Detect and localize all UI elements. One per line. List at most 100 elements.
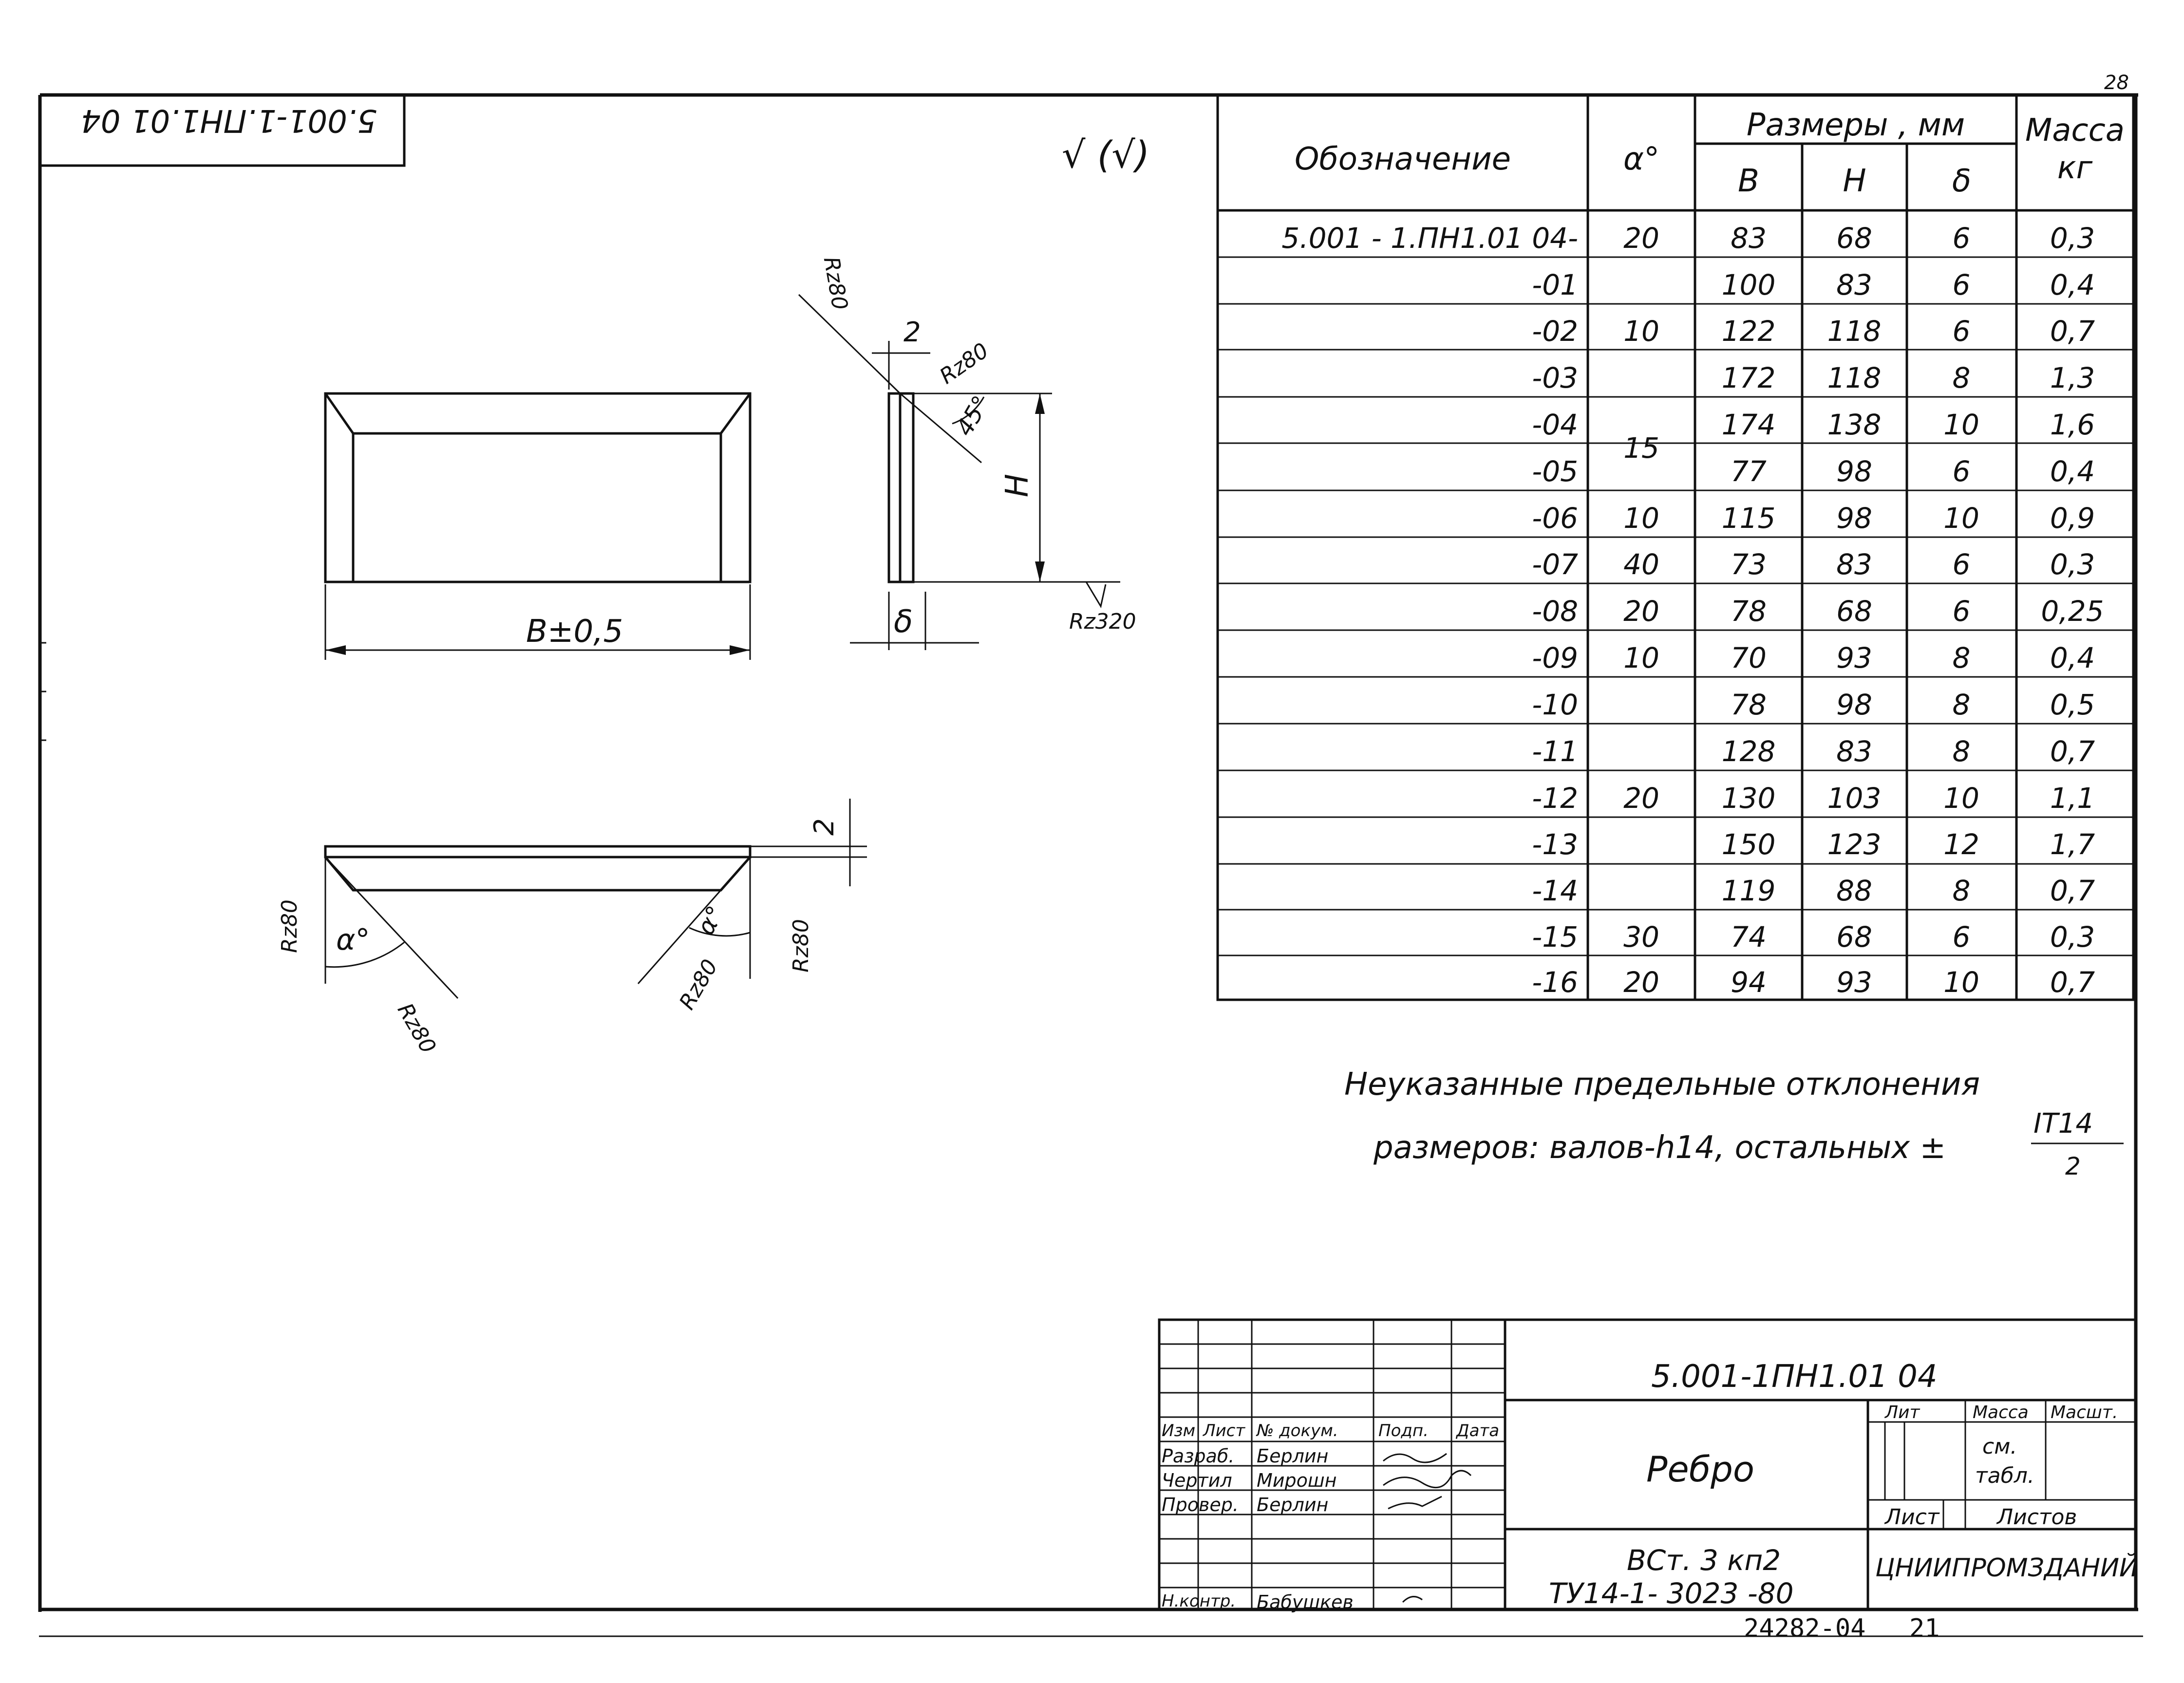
cell-mass: 0,3 — [2050, 920, 2095, 954]
cell-delta: 6 — [1952, 595, 1971, 628]
cell-b: 115 — [1721, 502, 1776, 535]
title-doc-code: 5.001-1ПН1.01 04 — [1651, 1359, 1938, 1395]
title-organization: ЦНИИПРОМЗДАНИЙ — [1875, 1553, 2138, 1583]
cell-b: 73 — [1731, 548, 1767, 581]
cell-b: 74 — [1731, 920, 1767, 954]
cell-delta: 8 — [1952, 641, 1971, 674]
cell-h: 118 — [1827, 361, 1882, 394]
cell-mass: 0,25 — [2041, 595, 2104, 628]
cell-b: 130 — [1721, 782, 1776, 815]
cell-h: 138 — [1827, 408, 1882, 441]
cell-h: 98 — [1836, 502, 1872, 535]
table-header-dimensions: Размеры , мм — [1746, 107, 1965, 143]
cell-alpha: 10 — [1623, 641, 1659, 674]
tb-col-izm: Изм — [1162, 1421, 1196, 1440]
cell-b: 100 — [1721, 268, 1776, 301]
cell-mass: 0,5 — [2050, 688, 2095, 721]
cell-code: -15 — [1532, 920, 1578, 954]
cell-b: 150 — [1721, 828, 1776, 861]
tb-role-developer: Разраб. — [1162, 1445, 1235, 1467]
cell-h: 118 — [1827, 315, 1882, 348]
cell-mass: 0,7 — [2050, 735, 2095, 768]
cell-alpha: 20 — [1623, 595, 1659, 628]
cell-mass: 0,7 — [2050, 874, 2095, 907]
title-scale-label: Масшт. — [2051, 1402, 2118, 1422]
table-header-delta: δ — [1952, 163, 1972, 199]
cell-b: 122 — [1721, 315, 1776, 348]
cell-mass: 1,6 — [2050, 408, 2095, 441]
tb-name-normcontrol: Бабушкев — [1257, 1591, 1354, 1613]
roughness-symbol: √ (√) — [1062, 133, 1150, 176]
cell-alpha: 30 — [1623, 920, 1659, 954]
cell-delta: 6 — [1952, 222, 1971, 255]
cell-h: 103 — [1827, 782, 1882, 815]
cell-mass: 0,3 — [2050, 548, 2095, 581]
cell-h: 123 — [1827, 828, 1882, 861]
dim-thickness-label: δ — [894, 604, 913, 640]
cell-code: -10 — [1532, 688, 1578, 721]
tb-col-date: Дата — [1456, 1421, 1500, 1440]
cell-code: -08 — [1532, 595, 1578, 628]
cell-h: 93 — [1836, 966, 1872, 999]
cell-b: 128 — [1721, 735, 1776, 768]
cell-alpha: 10 — [1623, 315, 1659, 348]
tb-name-checker: Берлин — [1257, 1494, 1329, 1515]
title-block-grid — [1158, 1318, 2137, 1611]
cell-code: -11 — [1532, 735, 1578, 768]
tb-col-list: Лист — [1203, 1421, 1245, 1440]
cell-code: -05 — [1532, 455, 1578, 488]
cell-mass: 0,3 — [2050, 222, 2095, 255]
table-header-designation: Обозначение — [1294, 141, 1511, 177]
tb-col-doc: № докум. — [1257, 1421, 1338, 1440]
cell-delta: 8 — [1952, 688, 1971, 721]
angle-alpha-left-label: α° — [336, 923, 370, 957]
title-mass-value-2: табл. — [1975, 1463, 2034, 1488]
cell-delta: 10 — [1943, 966, 1979, 999]
cell-b: 70 — [1731, 641, 1767, 674]
table-header-b: B — [1738, 163, 1759, 199]
footer-page-number: 21 — [1909, 1614, 1940, 1643]
tb-name-developer: Берлин — [1257, 1445, 1329, 1467]
cell-delta: 8 — [1952, 874, 1971, 907]
cell-alpha: 40 — [1623, 548, 1659, 581]
cell-code: -03 — [1532, 361, 1578, 394]
cell-b: 174 — [1721, 408, 1776, 441]
cell-h: 68 — [1836, 595, 1872, 628]
cell-h: 83 — [1836, 268, 1872, 301]
cell-h: 83 — [1836, 735, 1872, 768]
tolerance-fraction-top: IT14 — [2033, 1108, 2093, 1140]
cell-h: 98 — [1836, 688, 1872, 721]
cell-mass: 0,4 — [2050, 268, 2095, 301]
spec-table-grid — [1216, 94, 2135, 1001]
table-header-alpha: α° — [1623, 141, 1660, 177]
cell-code: -16 — [1532, 966, 1578, 999]
cell-alpha: 20 — [1623, 966, 1659, 999]
title-sheet-label: Лист — [1885, 1505, 1939, 1530]
footer-archive-number: 24282-04 — [1744, 1614, 1866, 1643]
tb-role-normcontrol: Н.контр. — [1162, 1591, 1236, 1611]
dim-chamfer-label: 2 — [904, 317, 921, 348]
cell-delta: 6 — [1952, 315, 1971, 348]
cell-delta: 6 — [1952, 268, 1971, 301]
cell-mass: 0,7 — [2050, 315, 2095, 348]
title-mass-label: Масса — [1973, 1402, 2029, 1422]
cell-delta: 6 — [1952, 920, 1971, 954]
cell-code: -13 — [1532, 828, 1578, 861]
rz-label-3: Rz320 — [1069, 609, 1136, 634]
cell-code: -07 — [1532, 548, 1578, 581]
cell-mass: 0,4 — [2050, 641, 2095, 674]
cell-b: 78 — [1731, 595, 1767, 628]
cell-b: 119 — [1721, 874, 1776, 907]
cell-h: 68 — [1836, 222, 1872, 255]
title-mass-value-1: см. — [1982, 1434, 2017, 1459]
cell-mass: 0,4 — [2050, 455, 2095, 488]
cell-mass: 1,1 — [2050, 782, 2095, 815]
cell-delta: 8 — [1952, 361, 1971, 394]
cell-mass: 1,7 — [2050, 828, 2095, 861]
cell-alpha: 15 — [1623, 431, 1659, 465]
title-part-name: Ребро — [1646, 1449, 1754, 1490]
table-header-h: H — [1843, 163, 1866, 199]
cell-alpha: 20 — [1623, 782, 1659, 815]
